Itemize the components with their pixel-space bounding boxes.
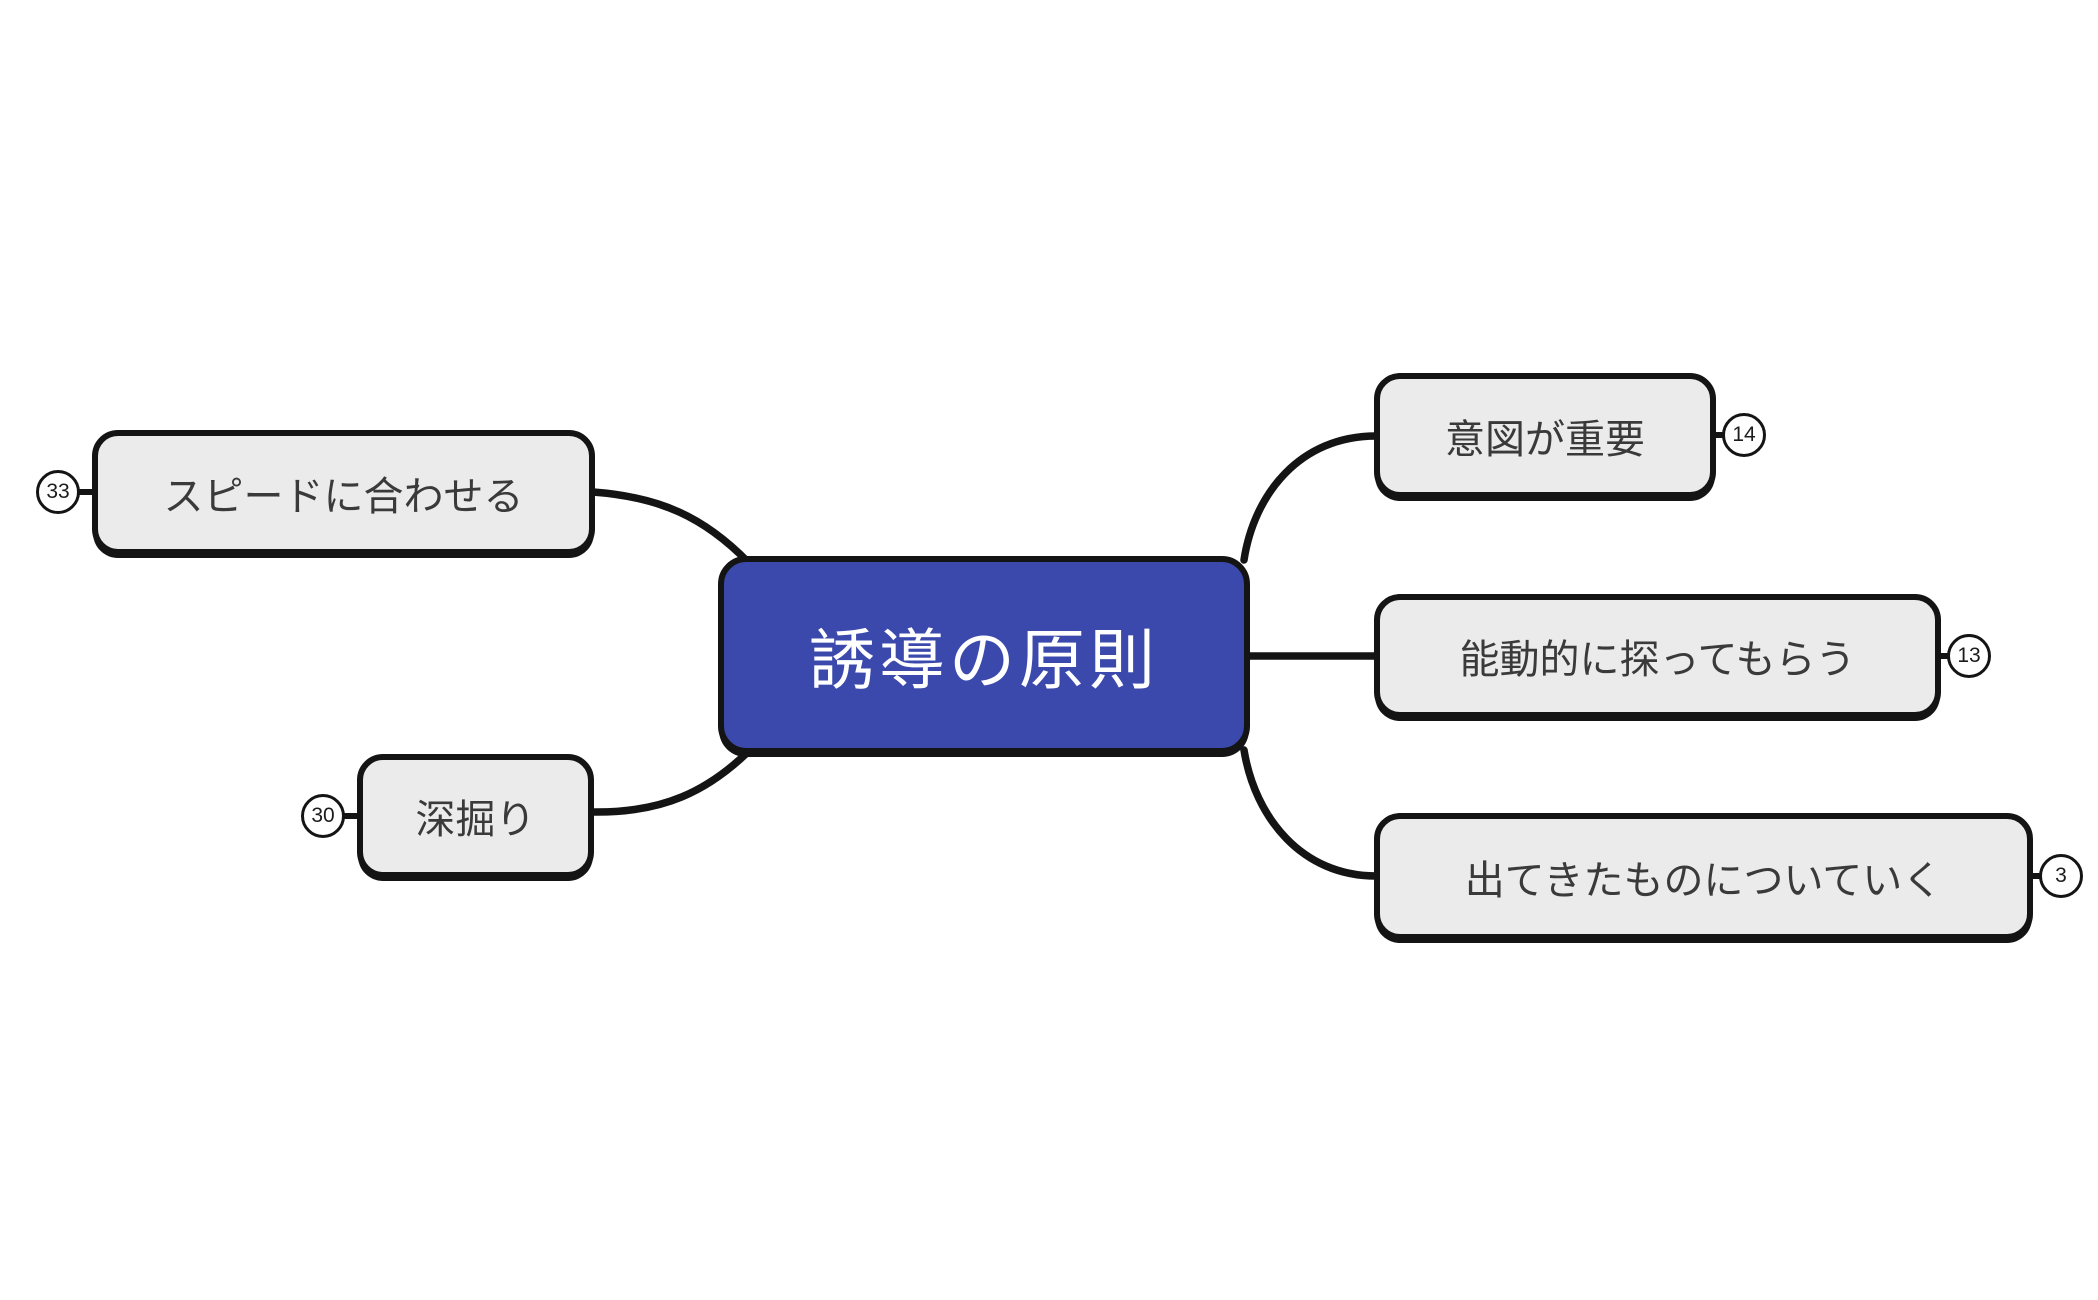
count-badge-active-exploration[interactable]: 13 [1947,634,1991,678]
node-label: 能動的に探ってもらう [1459,638,1856,682]
node-follow-what-emerges[interactable]: 出てきたものについていく [1374,813,2033,940]
root-node-label: 誘導の原則 [809,623,1159,697]
count-badge-follow-what-emerges[interactable]: 3 [2039,854,2083,898]
node-active-exploration[interactable]: 能動的に探ってもらう [1374,594,1941,718]
count-badge-value: 3 [2055,864,2067,887]
node-deep-dive[interactable]: 深掘り [357,754,594,878]
connector-root-to-deep-dive [589,744,756,816]
root-node-guidance-principles[interactable]: 誘導の原則 [718,556,1250,754]
count-badge-intent-matters[interactable]: 14 [1722,413,1766,457]
count-badge-deep-dive[interactable]: 30 [301,794,345,838]
node-match-speed[interactable]: スピードに合わせる [92,430,595,555]
node-label: スピードに合わせる [163,474,524,519]
count-badge-value: 14 [1732,423,1756,446]
node-label: 深掘り [415,798,536,842]
node-label: 意図が重要 [1445,417,1645,462]
connector-root-to-follow [1240,746,1380,880]
connector-root-to-speed [589,488,752,566]
count-badge-match-speed[interactable]: 33 [36,470,80,514]
count-badge-value: 30 [311,804,335,827]
node-label: 出てきたものについていく [1464,858,1943,903]
connector-root-to-intent [1240,432,1380,564]
count-badge-value: 13 [1957,644,1981,667]
count-badge-value: 33 [46,480,70,503]
node-intent-matters[interactable]: 意図が重要 [1374,373,1716,498]
